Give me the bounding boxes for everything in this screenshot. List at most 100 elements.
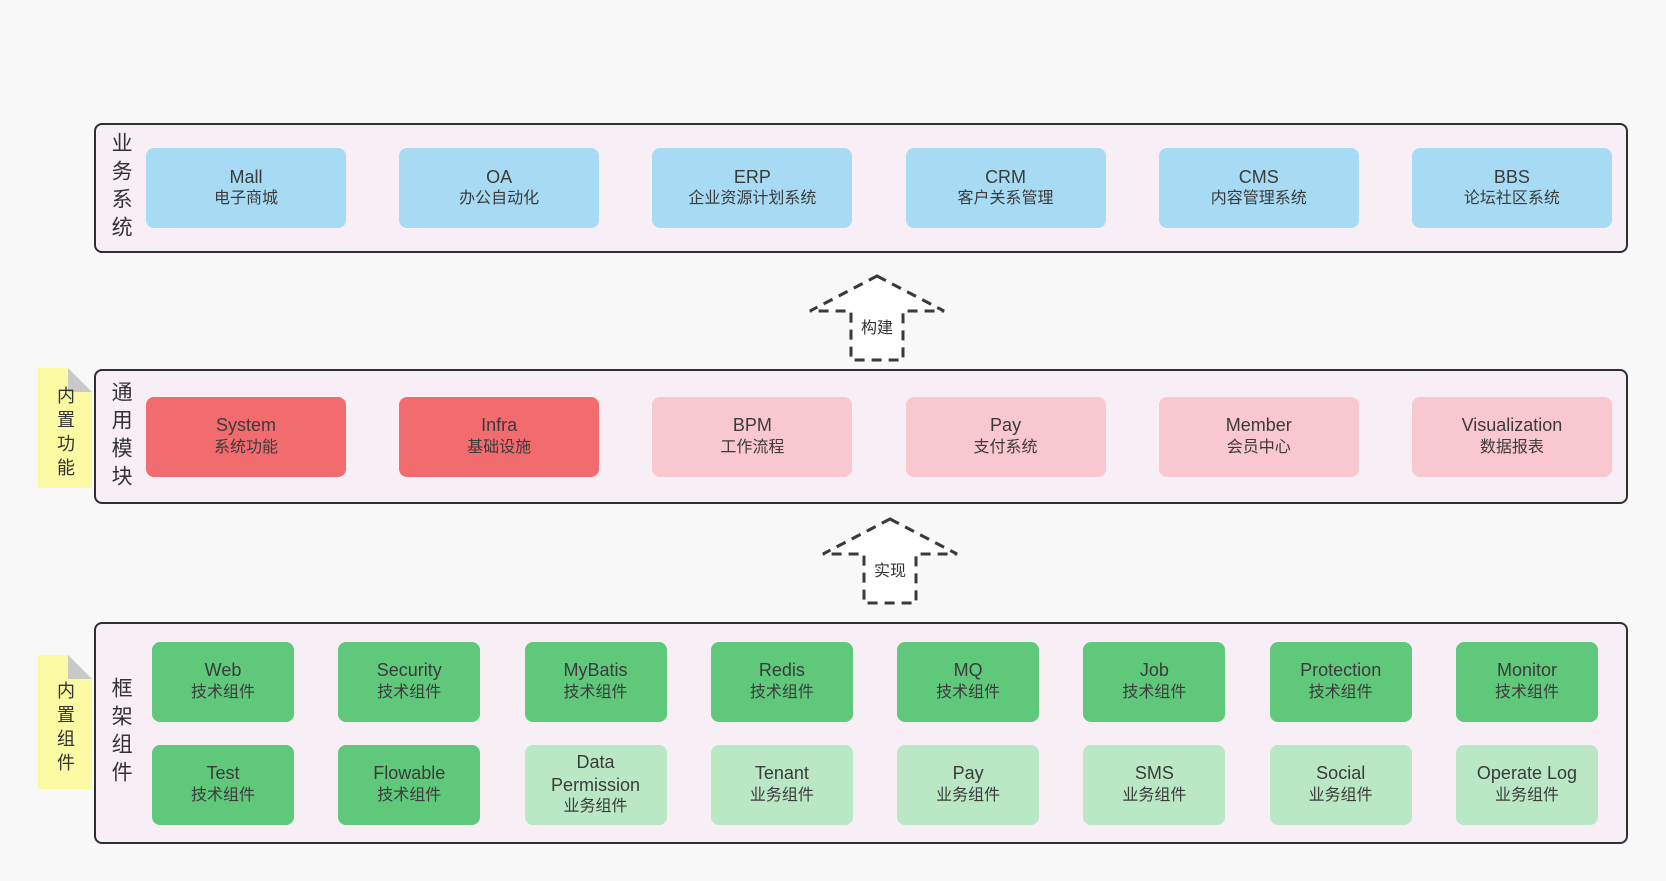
box-subtitle: 技术组件	[377, 786, 442, 804]
box-title: Data Permission	[551, 751, 641, 796]
box-title: Test	[206, 763, 240, 784]
box-subtitle: 支付系统	[973, 438, 1038, 456]
box-oa: OA 办公自动化	[399, 148, 600, 228]
box-title: Job	[1139, 660, 1169, 681]
box-member: Member 会员中心	[1158, 396, 1359, 477]
box-title: Operate Log	[1476, 763, 1577, 784]
box-pay: Pay 业务组件	[897, 744, 1040, 825]
box-subtitle: 数据报表	[1479, 438, 1544, 456]
box-tenant: Tenant 业务组件	[710, 744, 853, 825]
box-title: Flowable	[373, 763, 446, 784]
layer-business-systems: 业务系统 Mall 电子商城 OA 办公自动化 ERP 企业资源计划系统 CRM 客户关系管理…	[94, 123, 1628, 253]
box-sms: SMS 业务组件	[1083, 744, 1226, 825]
box-infra: Infra 基础设施	[399, 396, 600, 477]
box-subtitle: 技术组件	[749, 683, 814, 701]
box-cms: CMS 内容管理系统	[1158, 148, 1359, 228]
box-title: Pay	[990, 415, 1022, 436]
box-subtitle: 论坛社区系统	[1463, 190, 1560, 208]
box-subtitle: 内容管理系统	[1210, 190, 1307, 208]
sticky-note-builtin-components-text: 内置组件	[55, 680, 75, 777]
box-monitor: Monitor 技术组件	[1455, 641, 1598, 722]
box-row-modules: System 系统功能 Infra 基础设施 BPM 工作流程 Pay 支付系统 Member 会…	[146, 371, 1612, 502]
box-subtitle: 客户关系管理	[957, 190, 1054, 208]
box-title: Infra	[481, 415, 518, 436]
box-subtitle: 业务组件	[1308, 786, 1373, 804]
box-visualization: Visualization 数据报表	[1411, 396, 1612, 477]
sticky-note-builtin-features: 内置功能	[38, 368, 92, 488]
box-title: Visualization	[1461, 415, 1563, 436]
box-social: Social 业务组件	[1269, 744, 1412, 825]
box-subtitle: 业务组件	[1494, 786, 1559, 804]
box-title: System	[215, 415, 276, 436]
box-title: CRM	[985, 166, 1027, 187]
box-subtitle: 技术组件	[190, 683, 255, 701]
box-subtitle: 会员中心	[1226, 438, 1291, 456]
box-test: Test 技术组件	[152, 744, 294, 825]
build-arrow-label: 构建	[857, 314, 897, 338]
box-title: CMS	[1238, 166, 1279, 187]
box-subtitle: 电子商城	[213, 190, 278, 208]
box-title: Protection	[1300, 660, 1382, 681]
layer-framework-components-label: 框架组件	[109, 677, 133, 789]
implement-arrow-label: 实现	[870, 557, 910, 581]
box-title: ERP	[733, 166, 771, 187]
box-system: System 系统功能	[146, 396, 346, 477]
sticky-note-builtin-features-text: 内置功能	[55, 386, 75, 482]
box-subtitle: 系统功能	[213, 438, 278, 456]
box-subtitle: 办公自动化	[459, 190, 540, 208]
box-subtitle: 业务组件	[1122, 786, 1187, 804]
layer-common-modules: 通用模块 System 系统功能 Infra 基础设施 BPM 工作流程 Pay 支付系统 Me…	[94, 369, 1628, 504]
build-arrow: 构建	[807, 274, 947, 362]
layer-business-systems-label: 业务系统	[109, 132, 133, 244]
box-mybatis: MyBatis 技术组件	[524, 641, 667, 722]
box-pay: Pay 支付系统	[905, 396, 1106, 477]
box-subtitle: 技术组件	[1122, 683, 1187, 701]
box-subtitle: 业务组件	[563, 798, 628, 816]
box-title: Mall	[229, 166, 263, 187]
box-web: Web 技术组件	[152, 641, 294, 722]
box-row-business: Mall 电子商城 OA 办公自动化 ERP 企业资源计划系统 CRM 客户关系管理 CMS 内容…	[146, 125, 1612, 251]
box-title: OA	[486, 166, 513, 187]
box-subtitle: 业务组件	[936, 786, 1001, 804]
box-title: Pay	[952, 763, 984, 784]
box-title: Redis	[758, 660, 805, 681]
box-mq: MQ 技术组件	[897, 641, 1040, 722]
box-crm: CRM 客户关系管理	[905, 148, 1106, 228]
box-title: Member	[1225, 415, 1292, 436]
box-title: Social	[1316, 763, 1366, 784]
box-subtitle: 技术组件	[1494, 683, 1559, 701]
box-job: Job 技术组件	[1083, 641, 1226, 722]
box-title: MyBatis	[563, 660, 628, 681]
box-title: SMS	[1134, 763, 1174, 784]
box-security: Security 技术组件	[338, 641, 481, 722]
box-data-permission: Data Permission 业务组件	[524, 744, 667, 825]
box-title: Security	[376, 660, 442, 681]
box-subtitle: 技术组件	[936, 683, 1001, 701]
box-subtitle: 技术组件	[1308, 683, 1373, 701]
box-subtitle: 技术组件	[563, 683, 628, 701]
box-protection: Protection 技术组件	[1269, 641, 1412, 722]
box-subtitle: 技术组件	[377, 683, 442, 701]
box-flowable: Flowable 技术组件	[338, 744, 481, 825]
box-title: BPM	[732, 415, 772, 436]
sticky-note-builtin-components: 内置组件	[38, 655, 92, 789]
box-subtitle: 企业资源计划系统	[688, 190, 817, 208]
box-erp: ERP 企业资源计划系统	[652, 148, 853, 228]
layer-common-modules-label: 通用模块	[109, 380, 133, 493]
box-subtitle: 工作流程	[720, 438, 785, 456]
box-mall: Mall 电子商城	[146, 148, 346, 228]
box-subtitle: 技术组件	[190, 786, 255, 804]
box-title: Web	[204, 660, 242, 681]
layer-framework-components: 框架组件 Web 技术组件 Security 技术组件 MyBatis 技术组件 Redis…	[94, 622, 1628, 844]
box-title: MQ	[953, 660, 983, 681]
box-subtitle: 基础设施	[467, 438, 532, 456]
box-title: Tenant	[754, 763, 809, 784]
implement-arrow: 实现	[820, 517, 960, 605]
box-bpm: BPM 工作流程	[652, 396, 853, 477]
box-title: Monitor	[1496, 660, 1557, 681]
box-subtitle: 业务组件	[749, 786, 814, 804]
